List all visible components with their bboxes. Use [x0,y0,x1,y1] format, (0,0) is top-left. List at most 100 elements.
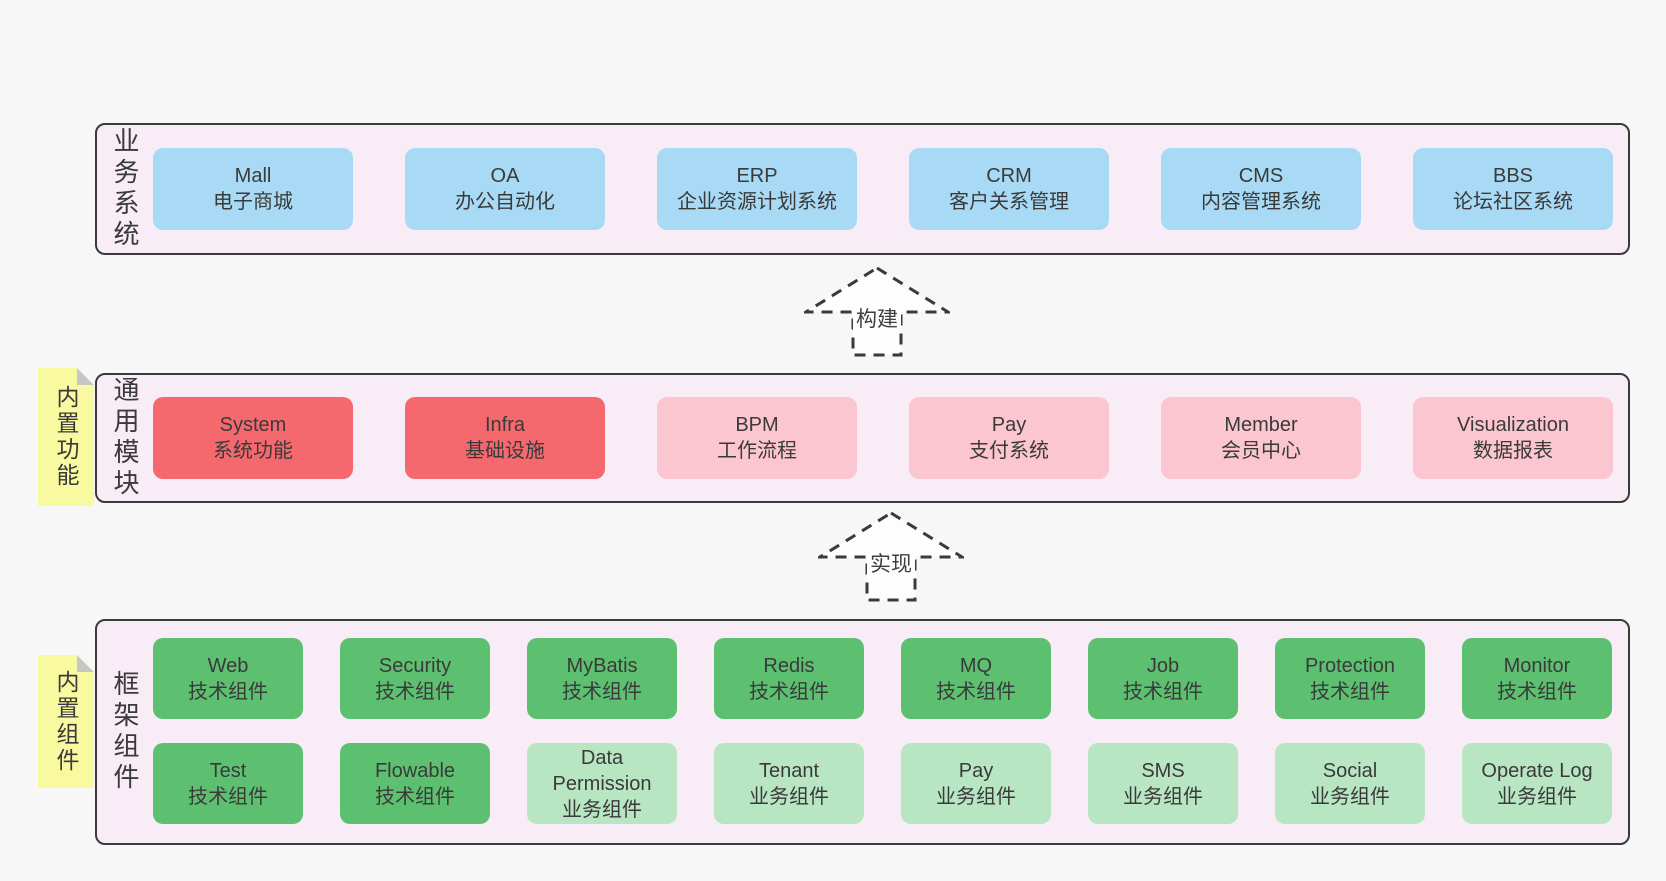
box-desc: 技术组件 [375,680,455,703]
box-mq: MQ 技术组件 [901,638,1051,719]
box-visualization: Visualization 数据报表 [1413,397,1613,479]
band-framework-components: 框架组件 Web 技术组件 Security 技术组件 MyBatis 技术组件… [95,619,1630,845]
components-row-1: Web 技术组件 Security 技术组件 MyBatis 技术组件 Redi… [153,638,1612,719]
box-desc: 客户关系管理 [949,191,1069,213]
box-name: Pay [991,414,1027,436]
box-name: Job [1146,654,1180,677]
band-common-modules: 通用模块 System 系统功能 Infra 基础设施 BPM 工作流程 Pay… [95,373,1630,503]
box-name: Flowable [374,759,456,782]
box-name: ERP [736,165,778,187]
box-desc: 技术组件 [1310,680,1390,703]
box-operate-log: Operate Log 业务组件 [1462,743,1612,824]
box-name: MyBatis [566,654,638,677]
sticky-label: 内置功能 [53,385,79,489]
arrow-build-label: 构建 [853,306,901,333]
box-desc: 技术组件 [188,680,268,703]
box-name: CMS [1238,165,1284,187]
box-desc: 办公自动化 [455,191,555,213]
box-desc: 数据报表 [1473,440,1553,462]
box-desc: 技术组件 [188,785,268,808]
box-web: Web 技术组件 [153,638,303,719]
band-business-vertical-label: 业务系统 [110,127,140,251]
folded-corner-icon [77,368,94,385]
box-desc: 业务组件 [1123,785,1203,808]
box-name: Social [1322,759,1378,782]
box-test: Test 技术组件 [153,743,303,824]
box-name: Tenant [758,759,820,782]
box-member: Member 会员中心 [1161,397,1361,479]
box-desc: 企业资源计划系统 [677,191,837,213]
box-redis: Redis 技术组件 [714,638,864,719]
sticky-note-builtin-components: 内置组件 [38,655,94,788]
box-desc: 业务组件 [1497,785,1577,808]
box-desc: 论坛社区系统 [1453,191,1573,213]
sticky-note-builtin-features: 内置功能 [38,368,94,506]
box-pay-component: Pay 业务组件 [901,743,1051,824]
arrow-implement-label: 实现 [867,551,915,578]
box-name: Pay [958,759,994,782]
box-name: System [219,414,287,436]
box-name: Infra [484,414,526,436]
box-security: Security 技术组件 [340,638,490,719]
box-name: CRM [986,165,1032,187]
folded-corner-icon [77,655,94,672]
box-desc: 会员中心 [1221,440,1301,462]
box-name: Visualization [1457,414,1569,436]
band-business-systems: 业务系统 Mall 电子商城 OA 办公自动化 ERP 企业资源计划系统 CRM… [95,123,1630,255]
box-bbs: BBS 论坛社区系统 [1413,148,1613,230]
box-name: Security [378,654,452,677]
box-desc: 基础设施 [465,440,545,462]
band-modules-vertical-label: 通用模块 [110,376,140,500]
box-name: BPM [735,414,779,436]
modules-box-row: System 系统功能 Infra 基础设施 BPM 工作流程 Pay 支付系统… [153,397,1613,479]
arrow-build: 构建 [804,266,950,357]
box-social: Social 业务组件 [1275,743,1425,824]
box-desc: 支付系统 [969,440,1049,462]
business-box-row: Mall 电子商城 OA 办公自动化 ERP 企业资源计划系统 CRM 客户关系… [153,148,1613,230]
box-desc: 业务组件 [562,798,642,821]
box-name: Protection [1304,654,1396,677]
box-name: Operate Log [1481,759,1593,782]
box-desc: 业务组件 [1310,785,1390,808]
box-name: Member [1224,414,1298,436]
box-erp: ERP 企业资源计划系统 [657,148,857,230]
box-crm: CRM 客户关系管理 [909,148,1109,230]
box-name: Monitor [1503,654,1571,677]
box-oa: OA 办公自动化 [405,148,605,230]
box-desc: 技术组件 [1123,680,1203,703]
sticky-label: 内置组件 [53,669,79,774]
box-name: Data Permission [552,746,652,795]
box-name: Web [207,654,249,677]
box-flowable: Flowable 技术组件 [340,743,490,824]
box-data-permission: Data Permission 业务组件 [527,743,677,824]
box-bpm: BPM 工作流程 [657,397,857,479]
box-desc: 内容管理系统 [1201,191,1321,213]
box-mall: Mall 电子商城 [153,148,353,230]
band-components-vertical-label: 框架组件 [110,670,140,794]
components-row-2: Test 技术组件 Flowable 技术组件 Data Permission … [153,743,1612,824]
box-pay-system: Pay 支付系统 [909,397,1109,479]
box-infra: Infra 基础设施 [405,397,605,479]
arrow-implement: 实现 [818,511,964,602]
box-desc: 业务组件 [936,785,1016,808]
box-desc: 技术组件 [749,680,829,703]
box-name: Redis [763,654,815,677]
box-desc: 技术组件 [1497,680,1577,703]
box-system: System 系统功能 [153,397,353,479]
components-rows: Web 技术组件 Security 技术组件 MyBatis 技术组件 Redi… [153,638,1612,824]
box-desc: 业务组件 [749,785,829,808]
box-sms: SMS 业务组件 [1088,743,1238,824]
box-desc: 技术组件 [936,680,1016,703]
box-desc: 电子商城 [213,191,293,213]
box-desc: 技术组件 [562,680,642,703]
box-desc: 系统功能 [213,440,293,462]
box-protection: Protection 技术组件 [1275,638,1425,719]
box-name: MQ [959,654,993,677]
box-mybatis: MyBatis 技术组件 [527,638,677,719]
box-cms: CMS 内容管理系统 [1161,148,1361,230]
box-name: BBS [1492,165,1534,187]
box-name: Test [209,759,247,782]
box-job: Job 技术组件 [1088,638,1238,719]
box-monitor: Monitor 技术组件 [1462,638,1612,719]
box-name: OA [490,165,520,187]
